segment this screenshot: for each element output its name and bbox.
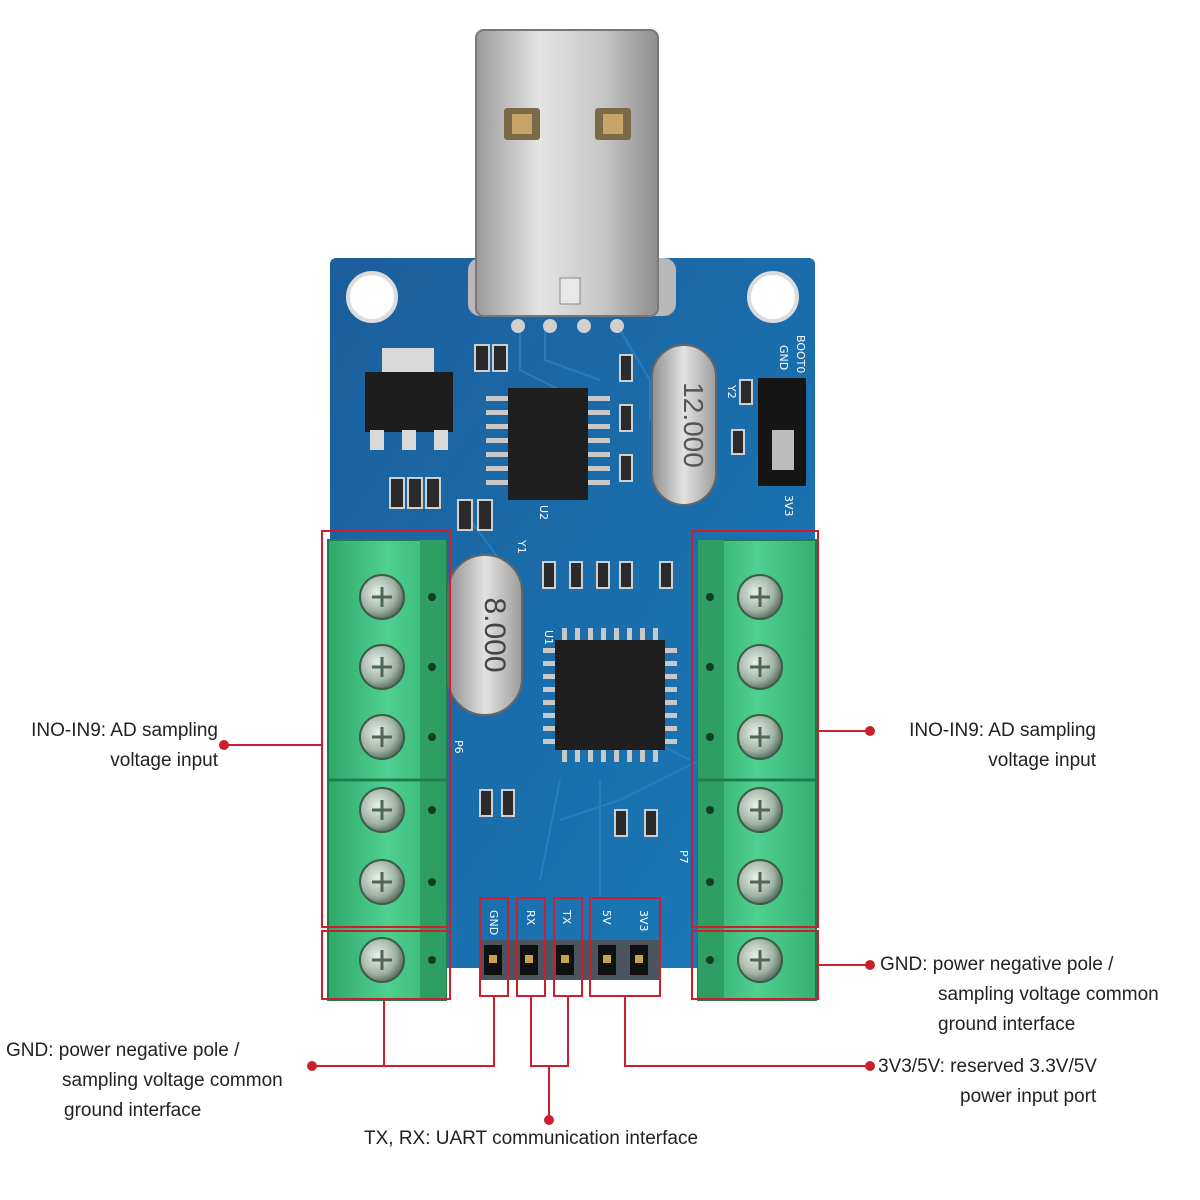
voltage-regulator [365,348,453,450]
silk-u2: U2 [537,505,550,520]
terminal-wire-hole [428,593,436,601]
screw-slot [750,872,770,892]
callout-right-inputs-line2: voltage input [988,750,1096,771]
screw-slot [750,800,770,820]
box-left-inputs [321,530,451,928]
leader-lines [228,730,868,1118]
terminal-screws [359,574,783,983]
annotation-boxes [321,530,819,1000]
terminal-wire-hole [706,733,714,741]
screw-slot [372,727,392,747]
callout-power-line2: power input port [960,1086,1097,1107]
pin-label-rx: RX [524,910,537,926]
screw-slot [372,950,392,970]
callout-right-inputs: INO-IN9: AD sampling voltage input [882,716,1096,776]
terminal-wire-hole [428,956,436,964]
screw-slot [750,657,770,677]
callout-left-gnd-line1: GND: power negative pole / [6,1040,240,1061]
silk-p7: P7 [677,850,690,864]
usb-chip-u2 [486,388,610,500]
callout-right-gnd-line1: GND: power negative pole / [880,954,1114,975]
mcu-chip-u1 [543,628,677,762]
screw-slot [750,587,770,607]
callout-right-gnd: GND: power negative pole / sampling volt… [880,950,1192,1040]
terminal-wire-hole [428,878,436,886]
crystal-usb-label: 12.000 [678,382,709,468]
boot-jumper [758,378,806,486]
box-left-gnd [321,930,451,1000]
terminal-wire-hole [706,663,714,671]
screw-slot [372,800,392,820]
crystal-main-label: 8.000 [478,597,511,672]
callout-left-gnd-line3: ground interface [64,1100,202,1121]
silk-gnd: GND [777,345,790,370]
callout-left-gnd-line2: sampling voltage common [62,1070,283,1091]
smd-components [389,344,753,837]
silk-3v3: 3V3 [782,495,795,517]
terminal-wire-hole [428,733,436,741]
silk-y1: Y1 [515,539,528,554]
terminal-wire-hole [706,806,714,814]
terminal-wire-hole [706,593,714,601]
silk-p6: P6 [452,740,465,754]
terminal-wire-hole [706,956,714,964]
pin-label-5v: 5V [600,910,613,925]
terminal-wire-hole [706,878,714,886]
silk-boot0: BOOT0 [794,335,807,373]
callout-left-inputs-line1: INO-IN9: AD sampling [31,720,218,741]
terminal-wire-hole [428,806,436,814]
mount-hole-left [346,271,398,323]
screw-slot [372,872,392,892]
pin-label-gnd: GND [487,910,500,935]
pin-label-3v3: 3V3 [637,910,650,932]
mount-hole-right [747,271,799,323]
leader-dots [219,726,875,1125]
callout-power-line1: 3V3/5V: reserved 3.3V/5V [878,1056,1097,1077]
callout-uart-line1: TX, RX: UART communication interface [364,1128,699,1149]
callout-power: 3V3/5V: reserved 3.3V/5V power input por… [878,1052,1178,1112]
crystal-main: 8.000 [447,554,523,716]
callout-left-inputs-line2: voltage input [110,750,218,771]
box-right-inputs [691,530,819,928]
screw-slot [372,587,392,607]
callout-left-gnd: GND: power negative pole / sampling volt… [6,1036,316,1126]
screw-slot [372,657,392,677]
screw-slot [750,727,770,747]
usb-connector [468,29,676,333]
pin-label-tx: TX [560,909,573,925]
callout-right-inputs-line1: INO-IN9: AD sampling [909,720,1096,741]
callout-uart: TX, RX: UART communication interface [364,1124,784,1154]
callout-left-inputs: INO-IN9: AD sampling voltage input [0,716,218,776]
silk-u1: U1 [542,630,555,645]
crystal-usb: 12.000 [651,344,717,506]
screw-slot [750,950,770,970]
silk-y2: Y2 [725,384,738,399]
uart-header: GND RX TX 5V 3V3 [480,909,660,980]
terminal-wire-hole [428,663,436,671]
callout-right-gnd-line3: ground interface [938,1014,1076,1035]
callout-right-gnd-line2: sampling voltage common [938,984,1159,1005]
